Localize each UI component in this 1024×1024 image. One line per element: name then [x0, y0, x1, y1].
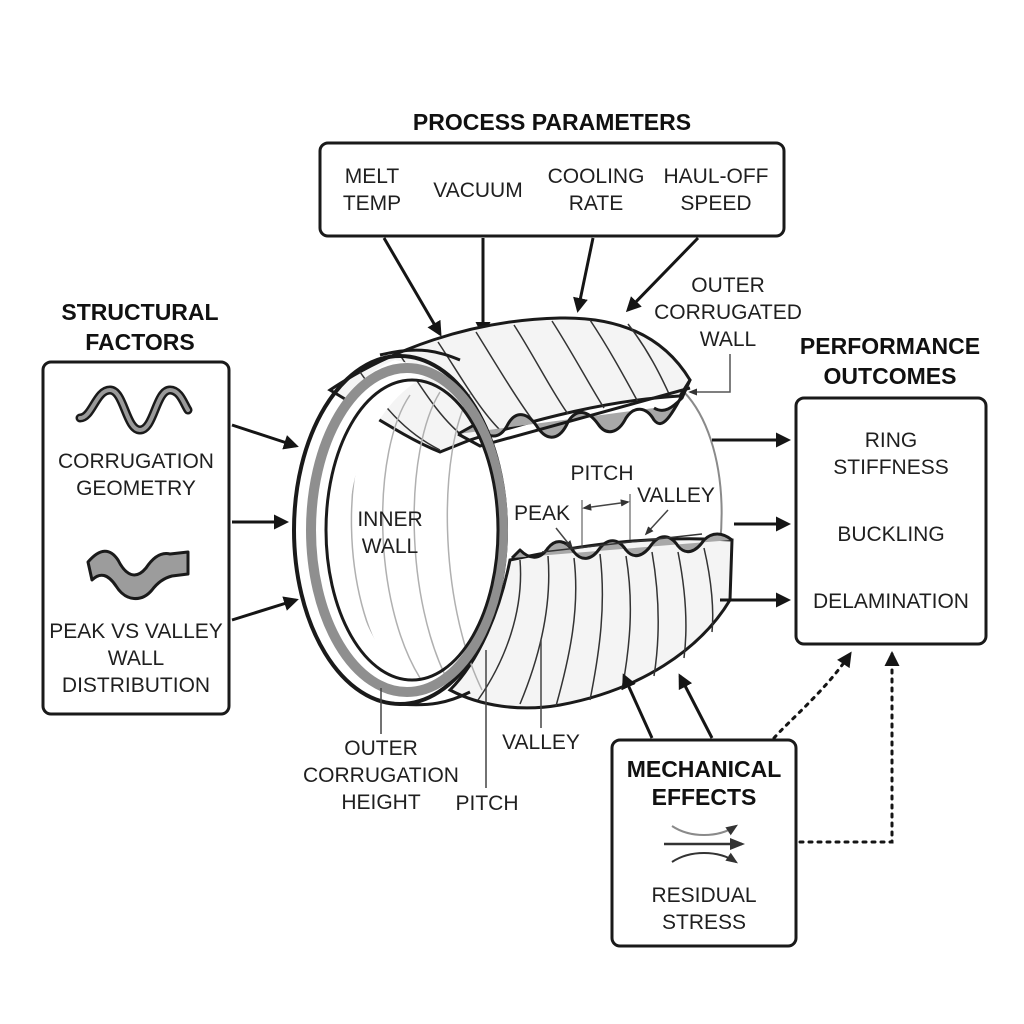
residual-stress-line1: RESIDUAL [651, 884, 756, 907]
structural-factors-title-line1: STRUCTURAL [61, 299, 218, 325]
mechanical-effects-title-line1: MECHANICAL [627, 756, 782, 782]
leader-valley-top [644, 509, 669, 536]
sine-wave-icon [75, 385, 193, 435]
pipe-labels: OUTER CORRUGATED WALL INNER WALL PITCH P… [303, 274, 802, 815]
label-outer-corrugated-wall-line3: WALL [700, 328, 756, 351]
arrow-struct-1 [231, 423, 299, 450]
label-valley-top: VALLEY [637, 484, 715, 507]
label-outer-corrugated-wall-line1: OUTER [691, 274, 765, 297]
outcome-ring-stiffness-line1: RING [865, 429, 918, 452]
stress-lines-icon [664, 824, 745, 864]
param-melt-temp-line2: TEMP [343, 192, 401, 215]
arrow-melt-temp [382, 237, 442, 337]
pitch-dimension-top [582, 499, 630, 511]
peak-vs-valley-line1: PEAK VS VALLEY [49, 620, 223, 643]
mechanical-effects-group: MECHANICAL EFFECTS RESIDUAL STRESS [610, 651, 900, 948]
label-pitch-bottom: PITCH [456, 792, 519, 815]
label-outer-height-line3: HEIGHT [341, 791, 421, 814]
label-valley-bottom: VALLEY [502, 731, 580, 754]
arrow-struct-3 [231, 596, 299, 622]
param-haul-off-speed-line2: SPEED [680, 192, 751, 215]
leader-peak [555, 527, 574, 550]
param-melt-temp-line1: MELT [345, 165, 400, 188]
wall-profile-icon [86, 549, 190, 600]
leader-outer-wall [688, 354, 731, 396]
peak-vs-valley-line3: DISTRIBUTION [62, 674, 210, 697]
mechanical-effects-title-line2: EFFECTS [652, 784, 757, 810]
label-outer-height-line1: OUTER [344, 737, 418, 760]
label-peak: PEAK [514, 502, 570, 525]
performance-outcomes-group: PERFORMANCE OUTCOMES RING STIFFNESS BUCK… [712, 333, 988, 646]
dotted-arrow-to-outcomes-2 [798, 651, 900, 844]
dotted-arrow-to-outcomes-1 [772, 651, 852, 740]
arrow-mech-1 [622, 673, 654, 739]
performance-outcomes-title-line2: OUTCOMES [824, 363, 957, 389]
corrugation-geometry-line1: CORRUGATION [58, 450, 214, 473]
outcome-delamination: DELAMINATION [813, 590, 969, 613]
corrugation-geometry-line2: GEOMETRY [76, 477, 196, 500]
arrow-mech-2 [678, 673, 714, 739]
pipe-end-face [292, 348, 508, 707]
label-inner-wall-line1: INNER [357, 508, 422, 531]
process-parameters-group: PROCESS PARAMETERS MELT TEMP VACUUM COOL… [318, 109, 786, 337]
residual-stress-line2: STRESS [662, 911, 746, 934]
structural-factors-title-line2: FACTORS [85, 329, 194, 355]
param-haul-off-speed-line1: HAUL-OFF [664, 165, 769, 188]
arrow-haul-off-speed [625, 236, 700, 313]
peak-vs-valley-line2: WALL [108, 647, 164, 670]
performance-outcomes-box [794, 396, 988, 646]
corrugated-pipe [292, 316, 734, 710]
process-parameters-title: PROCESS PARAMETERS [413, 109, 691, 135]
param-vacuum: VACUUM [433, 179, 522, 202]
arrow-cooling-rate [573, 237, 595, 313]
param-cooling-rate-line1: COOLING [548, 165, 645, 188]
structural-factors-box [41, 360, 231, 716]
outcome-ring-stiffness-line2: STIFFNESS [833, 456, 949, 479]
label-outer-corrugated-wall-line2: CORRUGATED [654, 301, 802, 324]
label-outer-height-line2: CORRUGATION [303, 764, 459, 787]
outer-corrugated-wall-bottom [447, 532, 734, 710]
performance-outcomes-title-line1: PERFORMANCE [800, 333, 980, 359]
process-parameters-box [318, 141, 786, 238]
label-pitch-top: PITCH [571, 462, 634, 485]
structural-factors-group: STRUCTURAL FACTORS CORRUGATION GEOMETRY … [41, 299, 299, 716]
outcome-buckling: BUCKLING [837, 523, 944, 546]
label-inner-wall-line2: WALL [362, 535, 418, 558]
param-cooling-rate-line2: RATE [569, 192, 623, 215]
